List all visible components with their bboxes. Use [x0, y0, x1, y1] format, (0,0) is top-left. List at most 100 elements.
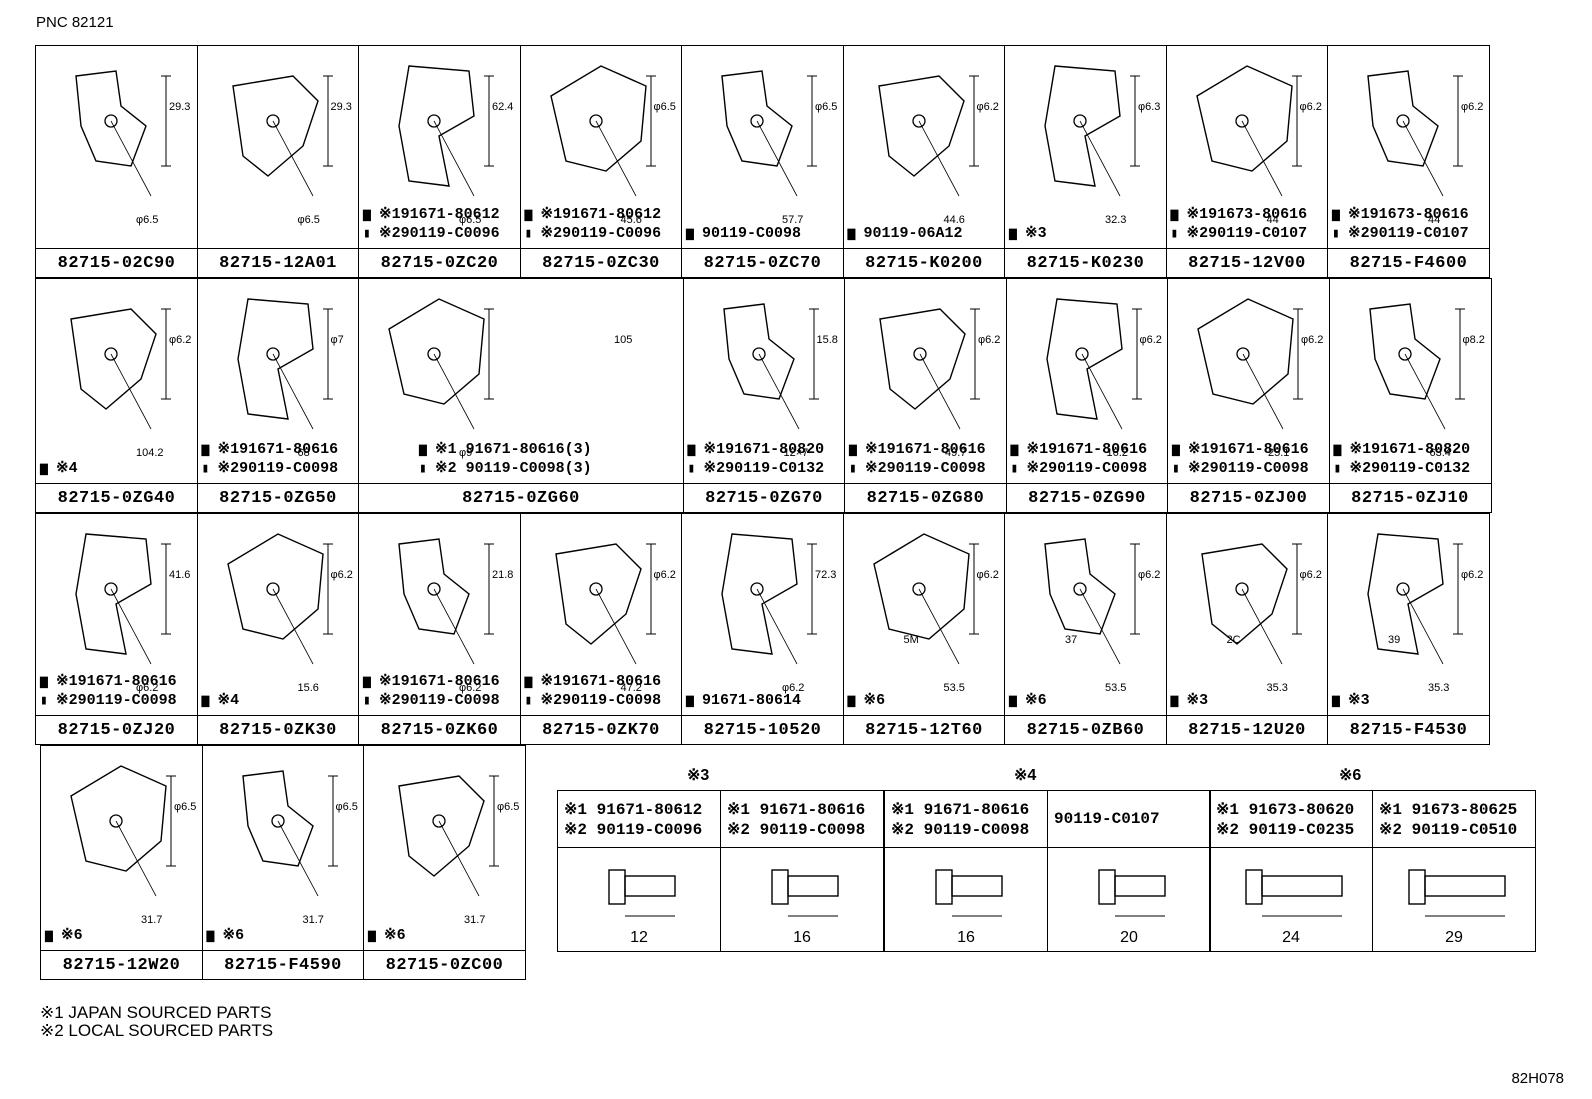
- dimension-label: 15.8: [816, 334, 838, 346]
- bolt-icon: ▆: [847, 693, 856, 708]
- part-number: 82715-0ZG60: [359, 483, 683, 512]
- bolt-spec-cell: 90119-C0107: [1047, 790, 1211, 848]
- bracket-drawing: [1195, 65, 1302, 197]
- bolt-icon: ▮: [524, 693, 533, 708]
- dimension-label: φ6.5: [297, 214, 320, 226]
- bolt-part-number: ※290119-C0098: [217, 460, 339, 477]
- bracket-drawing: [398, 775, 499, 897]
- part-number: 82715-0ZC00: [364, 950, 525, 979]
- bolt-icon: ▆: [524, 674, 533, 689]
- bolt-spec: ▆※4: [202, 691, 240, 710]
- bolt-part-number: ※3: [1348, 692, 1370, 709]
- dimension-label: φ6.2: [653, 569, 676, 581]
- bolt-part-number: ※191671-80616: [1188, 441, 1309, 458]
- footnote-2: ※2 LOCAL SOURCED PARTS: [40, 1021, 274, 1040]
- dimension-label: φ6.2: [782, 682, 805, 694]
- bolt-icon: ▮: [1010, 461, 1019, 476]
- dimension-label: 16.2: [1106, 447, 1128, 459]
- bolt-line-1: 90119-C0107: [1054, 810, 1160, 828]
- dimension-label: 41.6: [169, 569, 191, 581]
- part-number: 82715-0ZJ10: [1329, 483, 1491, 512]
- bolt-drawing: [1245, 869, 1343, 917]
- bolt-spec-cell: ※1 91671-80616※2 90119-C0098: [720, 790, 884, 848]
- bolt-part-number: ※3: [1186, 692, 1209, 709]
- bolt-drawing-cell: 20: [1047, 847, 1211, 952]
- group-title: ※4: [1014, 767, 1037, 784]
- part-number: 82715-10520: [682, 715, 843, 744]
- bolt-drawing: [1408, 869, 1506, 917]
- dimension-label: φ6.2: [330, 569, 353, 581]
- part-number: 82715-12T60: [843, 715, 1005, 744]
- dimension-label: 63.4: [1429, 447, 1451, 459]
- bolt-part-number: ※191673-80616: [1348, 206, 1469, 223]
- bolt-spec-cell: ※1 91673-80620※2 90119-C0235: [1209, 790, 1373, 848]
- part-number: 82715-0ZG40: [36, 483, 197, 512]
- dimension-label: 45.6: [620, 214, 642, 226]
- dimension-label: φ6.2: [976, 569, 999, 581]
- bolt-icon: ▆: [849, 442, 857, 457]
- bolt-spec: ▆※3: [1009, 224, 1047, 243]
- bolt-spec: ▆※191671-80616▮※290119-C0098: [202, 440, 339, 478]
- part-number: 82715-0ZB60: [1005, 715, 1166, 744]
- bracket-drawing: [70, 308, 171, 430]
- bolt-icon: ▆: [40, 674, 48, 689]
- dimension-label: 72.3: [815, 569, 837, 581]
- bolt-line-2: ※2 90119-C0098: [727, 821, 866, 839]
- dimension-label: 21.8: [492, 569, 514, 581]
- bracket-drawing: [1200, 543, 1302, 665]
- bolt-icon: ▆: [1333, 442, 1342, 457]
- part-number: 82715-12U20: [1166, 715, 1328, 744]
- footnote-1: ※1 JAPAN SOURCED PARTS: [40, 1003, 272, 1022]
- part-number: 82715-0ZG50: [197, 483, 359, 512]
- dimension-label: φ6.5: [815, 101, 838, 113]
- bolt-spec: ▆※191671-80616▮※290119-C0098: [1011, 440, 1148, 478]
- dimension-label: 44: [1266, 214, 1279, 226]
- bolt-spec-cell: ※1 91671-80612※2 90119-C0096: [557, 790, 721, 848]
- bolt-icon: ▆: [847, 226, 856, 241]
- part-number: 82715-0ZK70: [520, 715, 682, 744]
- bolt-icon: ▮: [849, 461, 857, 476]
- dimension-label: 37: [1065, 634, 1078, 646]
- dimension-label: φ6.5: [136, 214, 159, 226]
- bracket-drawing: [231, 75, 333, 197]
- bolt-length: 29: [1445, 929, 1463, 946]
- bolt-spec: ▆ 90119-06A12: [848, 224, 963, 243]
- dimension-label: φ6.5: [459, 214, 482, 226]
- bolt-spec: ▆※191671-80616▮※290119-C0098: [849, 440, 986, 478]
- bracket-drawing: [549, 65, 656, 197]
- bolt-part-number: ※2 90119-C0098(3): [435, 460, 592, 477]
- dimension-label: φ6.5: [335, 801, 358, 813]
- reference-code: 82H078: [1511, 1070, 1564, 1087]
- bolt-part-number: 91671-80614: [702, 692, 802, 709]
- bolt-drawing-cell: 29: [1372, 847, 1536, 952]
- bolt-line-1: ※1 91673-80625: [1379, 801, 1518, 819]
- bolt-length: 12: [630, 929, 648, 946]
- bracket-drawing: [721, 533, 817, 665]
- bolt-line-1: ※1 91671-80612: [564, 801, 703, 819]
- bracket-drawing: [398, 65, 494, 197]
- bolt-icon: ▆: [1009, 693, 1017, 708]
- part-number: 82715-02C90: [36, 248, 197, 277]
- dimension-label: 35.3: [1428, 682, 1450, 694]
- bolt-part-number: 90119-06A12: [863, 225, 963, 242]
- bracket-drawing: [879, 308, 980, 430]
- part-number: 82715-F4530: [1328, 715, 1489, 744]
- bracket-drawing: [1044, 65, 1140, 197]
- bracket-drawing: [236, 298, 333, 430]
- bolt-length: 16: [793, 929, 811, 946]
